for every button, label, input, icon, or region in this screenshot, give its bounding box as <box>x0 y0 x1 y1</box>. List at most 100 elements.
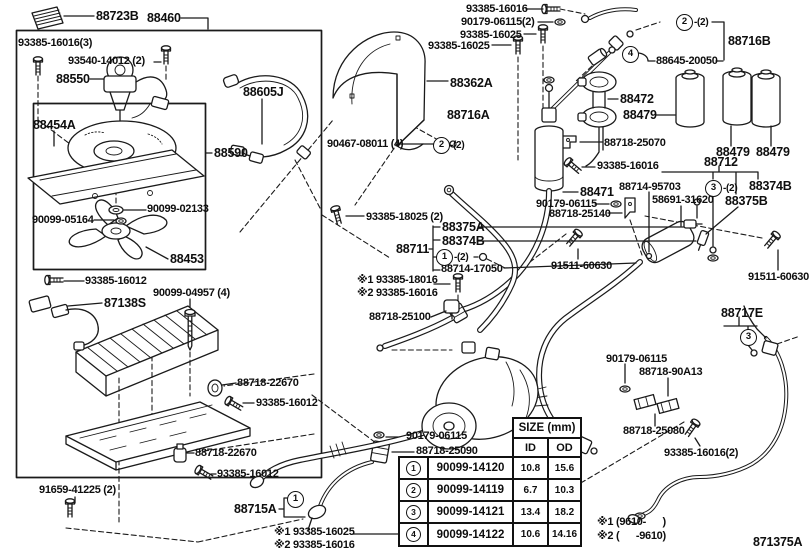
label-93385-16012-a: 93385-16012 <box>85 275 147 287</box>
callout-1-qty: -(2) <box>454 252 469 263</box>
callout-2-qty: -(2) <box>450 140 465 151</box>
thermistor-harness-drawing <box>28 295 99 351</box>
label-93385-16016-3: 93385-16016(3) <box>18 37 93 49</box>
label-93385-16016-2: 93385-16016(2) <box>664 447 739 459</box>
label-88479-c: 88479 <box>756 145 790 159</box>
label-93385-16012-b: 93385-16012 <box>256 397 318 409</box>
fan-drawing <box>68 199 168 260</box>
receiver-drier-drawing <box>534 76 564 192</box>
callout-2b-qty: -(2) <box>694 17 709 28</box>
label-91511-60630-a: 91511-60630 <box>551 260 612 272</box>
table-row-id: 13.4 <box>512 500 549 524</box>
row-callout-3: 3 <box>406 505 421 521</box>
table-row-part: 90099-14119 <box>427 478 514 502</box>
label-note-93385-16016b: ※2 93385-16016 <box>357 287 438 299</box>
label-90099-02133: 90099-02133 <box>147 203 209 215</box>
clamps-88472-drawing <box>577 71 617 167</box>
label-88550: 88550 <box>56 72 90 86</box>
table-row-num: 3 <box>398 500 429 524</box>
label-88472: 88472 <box>620 92 654 106</box>
label-note-2: ※2 ( -9610) <box>597 530 666 542</box>
size-table: SIZE (mm) ID OD 1 90099-14120 10.8 15.6 … <box>398 417 582 547</box>
evaporator-drawing <box>65 305 251 471</box>
row-callout-1: 1 <box>406 461 421 477</box>
expansion-cylinder-drawing <box>641 220 695 264</box>
label-90099-04957: 90099-04957 (4) <box>153 287 230 299</box>
receiver-cylinders-drawing <box>675 67 781 128</box>
label-88718-25090: 88718-25090 <box>416 445 478 457</box>
callout-3b-marker: 3 <box>740 329 757 346</box>
shroud-drawing <box>332 31 426 151</box>
bolt-icons-left <box>32 45 196 518</box>
label-88718-22670-b: 88718-22670 <box>195 447 257 459</box>
label-91659-41225: 91659-41225 (2) <box>39 484 116 496</box>
callout-4-marker: 4 <box>622 46 639 63</box>
label-90179-06115-a: 90179-06115 <box>536 198 597 210</box>
table-row-od: 15.6 <box>547 456 582 480</box>
label-88718-25070: 88718-25070 <box>604 137 666 149</box>
label-88715a: 88715A <box>234 502 277 516</box>
label-88716b: 88716B <box>728 34 771 48</box>
callout-1-marker: 1 <box>436 249 453 266</box>
table-row-part: 90099-14122 <box>427 522 514 547</box>
outer-assembly-box <box>15 29 323 479</box>
label-88711: 88711 <box>396 242 430 256</box>
table-row-num: 4 <box>398 522 429 547</box>
table-row-part: 90099-14121 <box>427 500 514 524</box>
label-88362a: 88362A <box>450 76 493 90</box>
label-93385-16016-top: 93385-16016 <box>466 3 528 15</box>
callout-2b-marker: 2 <box>676 14 693 31</box>
label-93385-18025: 93385-18025 (2) <box>366 211 443 223</box>
size-table-col-od: OD <box>547 437 582 458</box>
label-90099-05164: 90099-05164 <box>32 214 94 226</box>
label-88374b-a: 88374B <box>442 234 485 248</box>
label-88479-b: 88479 <box>716 145 750 159</box>
table-row-od: 10.3 <box>547 478 582 502</box>
table-row-od: 14.16 <box>547 522 582 547</box>
label-88714-95703: 88714-95703 <box>619 181 681 193</box>
label-88479-a: 88479 <box>623 108 657 122</box>
size-table-col-id: ID <box>512 437 549 458</box>
blower-housing-drawing <box>27 120 205 205</box>
table-row-id: 6.7 <box>512 478 549 502</box>
label-note-93385-16016: ※2 93385-16016 <box>274 539 355 551</box>
label-93385-16012-c: 93385-16012 <box>217 468 279 480</box>
label-87138s: 87138S <box>104 296 146 310</box>
label-88716a: 88716A <box>447 108 490 122</box>
callout-3-qty: -(2) <box>723 183 738 194</box>
label-note-1: ※1 (9610- ) <box>597 516 666 528</box>
label-90179-06115-c: 90179-06115 <box>406 430 467 442</box>
label-93540-14012: 93540-14012 (2) <box>68 55 145 67</box>
table-row-part: 90099-14120 <box>427 456 514 480</box>
row-callout-4: 4 <box>406 527 421 543</box>
label-88718-25140: 88718-25140 <box>549 208 611 220</box>
label-note-93385-16025: ※1 93385-16025 <box>274 526 355 538</box>
evap-fasteners <box>173 379 245 483</box>
label-93385-16025-a: 93385-16025 <box>460 29 522 41</box>
table-row-id: 10.8 <box>512 456 549 480</box>
blower-unit-box <box>32 102 207 271</box>
label-88460: 88460 <box>147 11 181 25</box>
label-88590: 88590 <box>214 146 248 160</box>
label-88712: 88712 <box>704 155 738 169</box>
pressure-harness-drawing <box>222 74 311 164</box>
label-88454a: 88454A <box>33 118 76 132</box>
label-88605j: 88605J <box>243 85 284 99</box>
label-88374b-b: 88374B <box>749 179 792 193</box>
label-88375b: 88375B <box>725 194 768 208</box>
label-88718-25100: 88718-25100 <box>369 311 431 323</box>
table-row-num: 2 <box>398 478 429 502</box>
label-88723b: 88723B <box>96 9 139 23</box>
label-91511-60630-b: 91511-60630 <box>748 271 809 283</box>
label-88375a: 88375A <box>442 220 485 234</box>
label-88718-90a13: 88718-90A13 <box>639 366 703 378</box>
pipe-88717e-drawing <box>627 305 789 524</box>
table-row-id: 10.6 <box>512 522 549 547</box>
label-88718-22670-a: 88718-22670 <box>237 377 299 389</box>
label-88717e: 88717E <box>721 306 763 320</box>
callout-1b-marker: 1 <box>287 491 304 508</box>
label-88471: 88471 <box>580 185 614 199</box>
label-note-93385-18016: ※1 93385-18016 <box>357 274 438 286</box>
label-90179-06115-top: 90179-06115(2) <box>461 16 535 28</box>
